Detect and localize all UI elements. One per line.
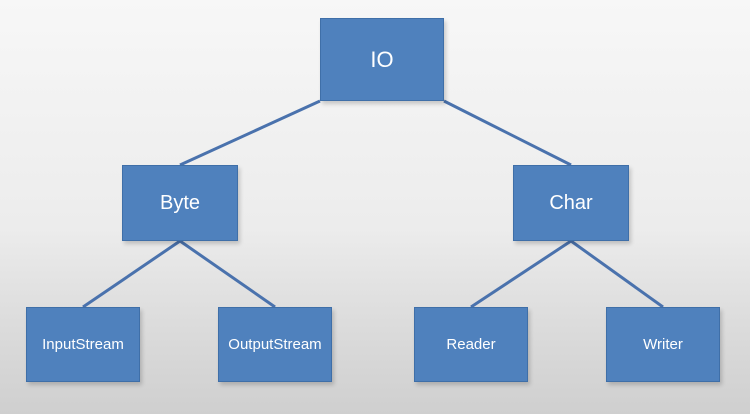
edge-byte-inputstream xyxy=(82,239,181,309)
edge-char-reader xyxy=(470,239,572,309)
node-byte: Byte xyxy=(122,165,238,241)
node-inputstream-label: InputStream xyxy=(42,336,124,353)
edge-io-byte xyxy=(179,99,321,167)
node-io: IO xyxy=(320,18,444,101)
node-outputstream-label: OutputStream xyxy=(228,336,322,353)
edge-byte-outputstream xyxy=(179,239,276,309)
node-char-label: Char xyxy=(549,191,593,214)
node-writer: Writer xyxy=(606,307,720,382)
node-reader-label: Reader xyxy=(446,336,496,353)
node-inputstream: InputStream xyxy=(26,307,140,382)
node-reader: Reader xyxy=(414,307,528,382)
node-outputstream: OutputStream xyxy=(218,307,332,382)
node-io-label: IO xyxy=(370,46,394,72)
edge-char-writer xyxy=(570,239,664,309)
edge-io-char xyxy=(443,99,572,167)
node-writer-label: Writer xyxy=(643,336,683,353)
node-char: Char xyxy=(513,165,629,241)
node-byte-label: Byte xyxy=(159,191,201,214)
